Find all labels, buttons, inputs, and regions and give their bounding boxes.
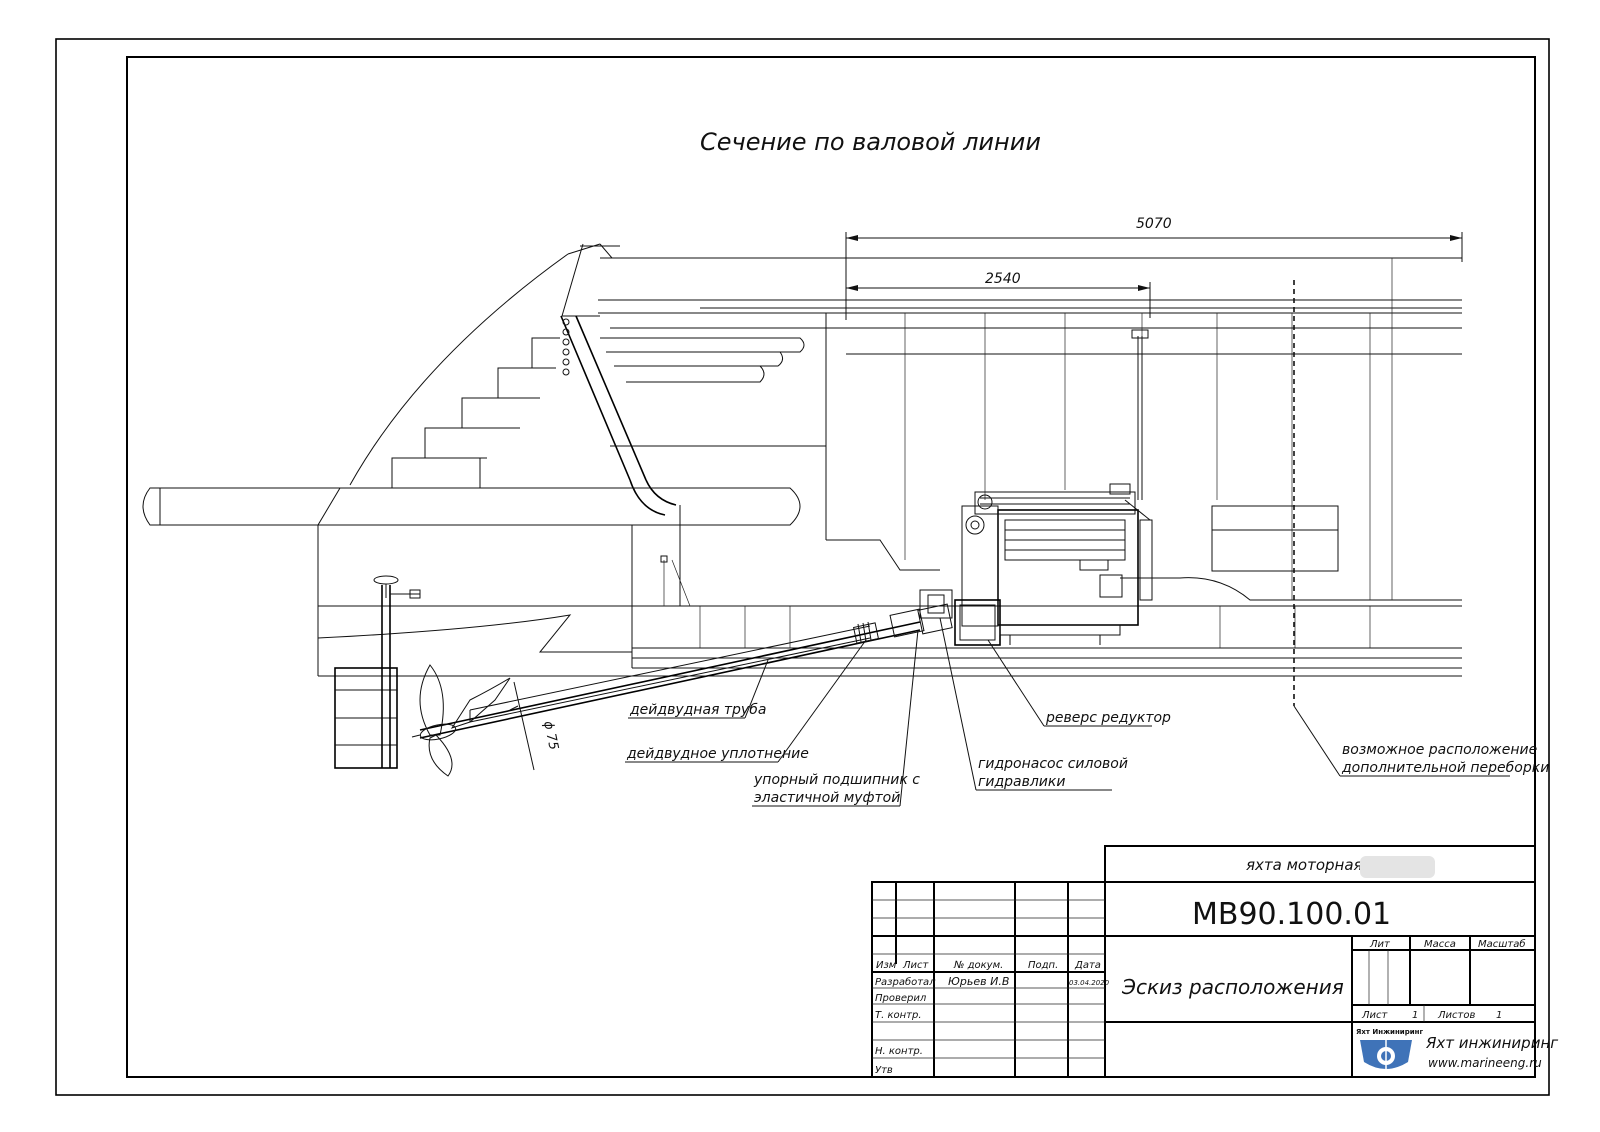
svg-text:возможное расположение: возможное расположение xyxy=(1342,742,1537,758)
dimension-half: 2540 xyxy=(846,271,1151,318)
svg-text:03.04.2020: 03.04.2020 xyxy=(1069,979,1110,987)
svg-text:Яхт Инжиниринг: Яхт Инжиниринг xyxy=(1356,1028,1423,1036)
svg-text:Листов: Листов xyxy=(1437,1010,1475,1021)
callout-stern-seal: дейдвудное уплотнение xyxy=(625,639,867,763)
svg-text:Лит: Лит xyxy=(1369,939,1391,950)
svg-text:№ докум.: № докум. xyxy=(953,960,1003,971)
svg-text:гидронасос силовой: гидронасос силовой xyxy=(978,756,1128,772)
drawing-title: Сечение по валовой линии xyxy=(700,128,1041,156)
title-block: яхта моторная МВ90.100.01 Эскиз располож… xyxy=(871,845,1558,1078)
company-website: www.marineeng.ru xyxy=(1428,1056,1542,1070)
svg-text:Утв: Утв xyxy=(875,1065,893,1076)
hull-section xyxy=(142,243,1462,706)
shaft-line xyxy=(419,603,953,739)
document-code: МВ90.100.01 xyxy=(1192,897,1391,932)
product-name: яхта моторная xyxy=(1246,856,1363,874)
svg-text:ϕ 75: ϕ 75 xyxy=(540,720,561,752)
svg-text:дейдвудное уплотнение: дейдвудное уплотнение xyxy=(626,746,809,762)
svg-text:гидравлики: гидравлики xyxy=(978,774,1065,790)
propeller xyxy=(411,664,511,777)
svg-text:Изм: Изм xyxy=(876,960,897,971)
ladder-rungs xyxy=(562,318,570,376)
engine-assembly xyxy=(919,483,1153,646)
svg-text:Разработал: Разработал xyxy=(875,976,936,988)
svg-text:Дата: Дата xyxy=(1074,960,1101,971)
redacted-product-model xyxy=(1360,856,1435,878)
dimension-overall: 5070 xyxy=(845,216,1463,320)
svg-text:упорный подшипник с: упорный подшипник с xyxy=(753,772,920,788)
svg-text:Лист: Лист xyxy=(902,960,930,971)
callout-reverse-gear: реверс редуктор xyxy=(987,639,1171,727)
stern-seal xyxy=(852,621,880,644)
svg-text:реверс редуктор: реверс редуктор xyxy=(1045,710,1171,726)
company-name: Яхт инжиниринг xyxy=(1425,1034,1558,1052)
hull-frames xyxy=(699,258,1393,648)
callout-bulkhead: возможное расположение дополнительной пе… xyxy=(1293,705,1549,777)
svg-text:Масса: Масса xyxy=(1424,939,1456,950)
svg-text:Юрьев И.В: Юрьев И.В xyxy=(948,975,1009,988)
dimension-overall-label: 5070 xyxy=(1136,216,1172,232)
svg-text:дополнительной переборки: дополнительной переборки xyxy=(1341,760,1549,776)
outer-frame xyxy=(55,38,1550,1096)
callout-hydro-pump: гидронасос силовой гидравлики xyxy=(939,617,1128,791)
rudder xyxy=(334,575,421,769)
svg-text:Масштаб: Масштаб xyxy=(1478,938,1526,950)
svg-text:дейдвудная труба: дейдвудная труба xyxy=(629,702,766,718)
callout-stern-tube: дейдвудная труба xyxy=(628,659,769,719)
svg-text:1: 1 xyxy=(1496,1010,1502,1021)
svg-text:эластичной муфтой: эластичной муфтой xyxy=(754,790,900,806)
svg-text:Т. контр.: Т. контр. xyxy=(875,1010,922,1021)
svg-text:Проверил: Проверил xyxy=(875,993,927,1004)
svg-text:Подп.: Подп. xyxy=(1028,960,1058,971)
svg-text:1: 1 xyxy=(1412,1010,1418,1021)
drawing-frame xyxy=(126,56,1536,1078)
svg-text:Н. контр.: Н. контр. xyxy=(875,1046,923,1057)
dimension-half-label: 2540 xyxy=(985,271,1021,287)
svg-text:Лист: Лист xyxy=(1361,1010,1389,1021)
company-logo: Яхт Инжиниринг xyxy=(1356,1028,1423,1072)
callout-thrust-bearing: упорный подшипник с эластичной муфтой xyxy=(752,629,920,807)
shaft-diameter-dimension: ϕ 75 xyxy=(509,681,561,771)
document-name: Эскиз расположения xyxy=(1121,975,1344,999)
